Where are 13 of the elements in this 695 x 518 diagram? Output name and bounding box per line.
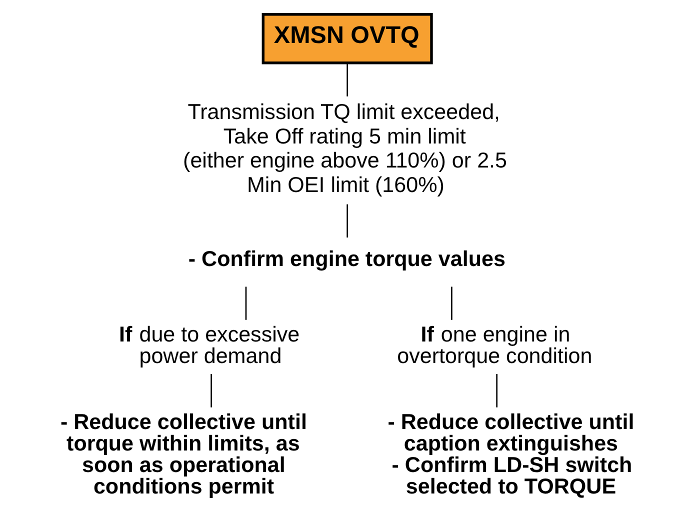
node-text: - Reduce collective until torque within limits, as soon as operational conditions permit: [60, 409, 306, 498]
node-text: Transmission TQ limit exceeded, Take Off rating 5 min limit (either engine above 110%) or 2.5 Min OEI limit (160%): [182, 100, 507, 196]
node-text: If due to excessive power demand: [118, 322, 300, 368]
connector: [450, 286, 452, 320]
connector: [346, 62, 348, 96]
connector: [244, 286, 246, 320]
connector: [346, 204, 348, 237]
node-box: XMSN OVTQ: [261, 12, 432, 64]
node-text: - Confirm engine torque values: [188, 246, 505, 270]
node-text: - Reduce collective until caption extinguishes - Confirm LD-SH switch selected to TORQUE: [387, 409, 634, 498]
node-text: If one engine in overtorque condition: [396, 322, 592, 368]
connector: [210, 374, 212, 407]
connector: [496, 374, 497, 407]
